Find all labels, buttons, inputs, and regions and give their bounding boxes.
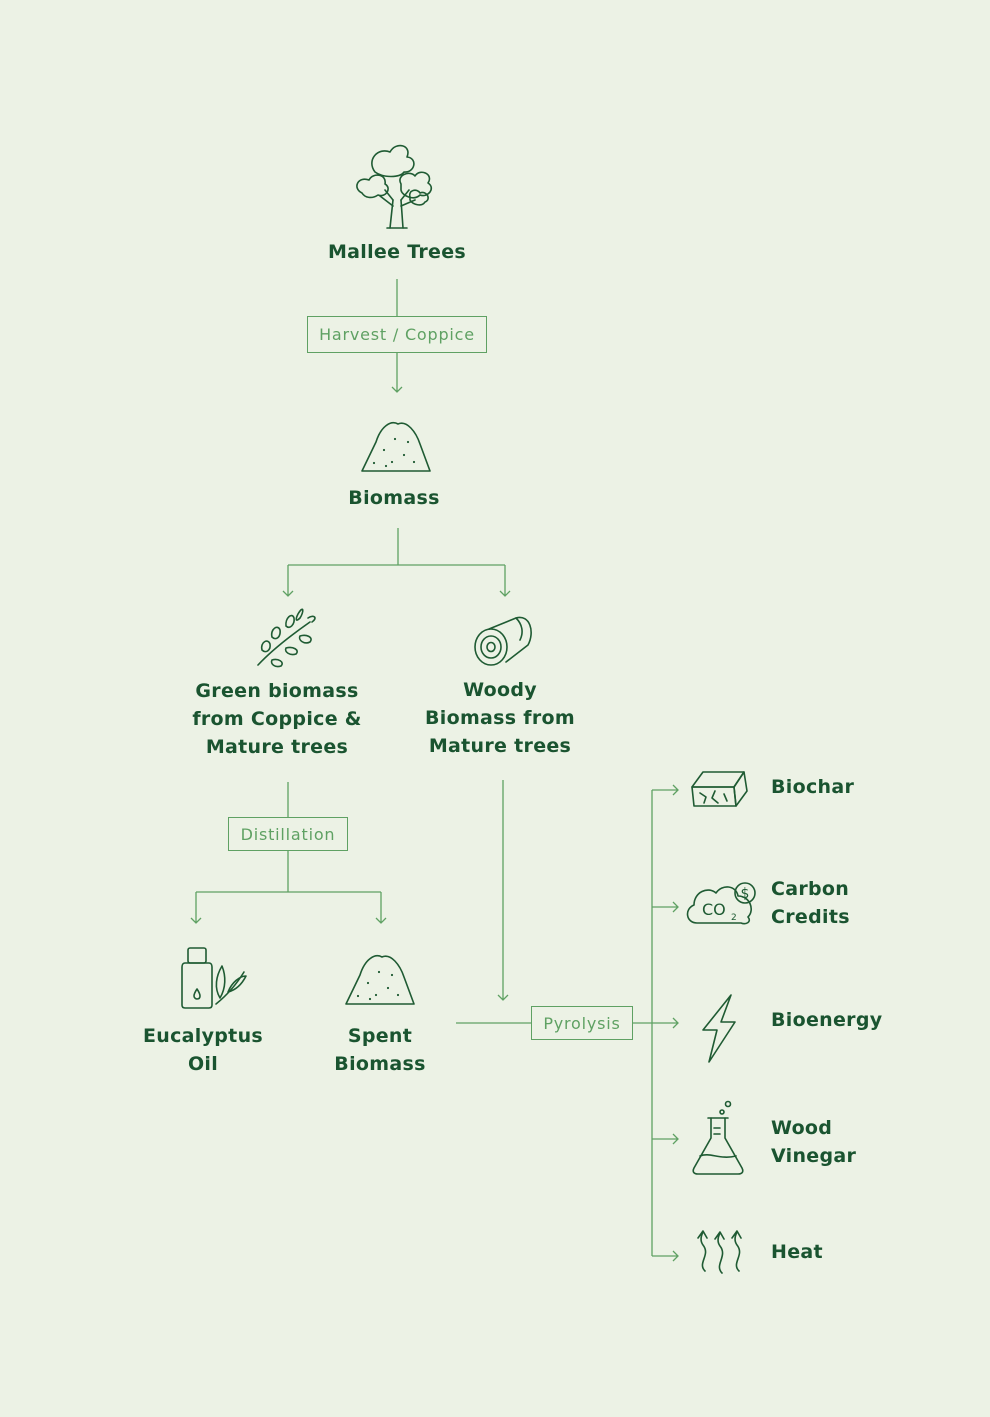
heat-waves-icon	[697, 1230, 742, 1274]
node-biomass-label: Biomass	[348, 487, 440, 509]
node-heat: Heat	[771, 1238, 823, 1266]
leaf-branch-icon	[257, 608, 316, 668]
node-heat-label: Heat	[771, 1241, 823, 1263]
connectors	[190, 279, 679, 1262]
node-green-biomass-line1: Green biomass	[195, 680, 359, 702]
log-icon	[474, 616, 532, 666]
node-mallee-trees-label: Mallee Trees	[327, 241, 467, 263]
connector-to-green	[282, 565, 294, 597]
node-bioenergy-label: Bioenergy	[771, 1009, 883, 1031]
connector-distillation-split	[196, 851, 381, 893]
node-wood-vinegar: Wood Vinegar	[771, 1114, 856, 1170]
node-biochar-label: Biochar	[771, 776, 855, 798]
svg-text:CO: CO	[702, 900, 726, 919]
node-biochar: Biochar	[771, 773, 854, 801]
connector-to-vinegar	[652, 1133, 679, 1145]
process-distillation: Distillation	[228, 817, 348, 851]
node-bioenergy: Bioenergy	[771, 1006, 882, 1034]
svg-text:2: 2	[731, 913, 737, 923]
node-spent-biomass: Spent Biomass	[334, 1022, 425, 1078]
node-spent-biomass-line2: Biomass	[334, 1053, 426, 1075]
connector-biomass-split	[288, 528, 505, 566]
connector-pyrolysis-out	[633, 1017, 679, 1029]
flask-icon	[692, 1100, 744, 1175]
node-biomass: Biomass	[348, 484, 439, 512]
oil-bottle-icon	[181, 947, 247, 1009]
co2-cloud-icon: $ CO 2	[686, 882, 756, 925]
connector-to-eucalyptus	[190, 892, 202, 924]
node-carbon-credits: Carbon Credits	[771, 875, 850, 931]
connector-to-spent	[375, 892, 387, 924]
node-eucalyptus-oil-line1: Eucalyptus	[142, 1025, 264, 1047]
connector-harvest-biomass	[391, 353, 403, 393]
node-woody-biomass: Woody Biomass from Mature trees	[425, 676, 575, 760]
node-wood-vinegar-line1: Wood	[771, 1117, 833, 1139]
svg-text:$: $	[741, 886, 750, 902]
node-spent-biomass-line1: Spent	[347, 1025, 413, 1047]
node-carbon-credits-line1: Carbon	[771, 878, 850, 900]
connector-to-carbon	[652, 901, 679, 913]
node-woody-biomass-line1: Woody	[463, 679, 537, 701]
spent-biomass-pile-icon	[345, 955, 415, 1005]
node-green-biomass-line3: Mature trees	[205, 736, 349, 758]
connector-to-heat	[652, 1250, 679, 1262]
process-pyrolysis: Pyrolysis	[531, 1006, 633, 1040]
node-eucalyptus-oil: Eucalyptus Oil	[143, 1022, 263, 1078]
node-eucalyptus-oil-line2: Oil	[187, 1053, 219, 1075]
node-woody-biomass-line3: Mature trees	[428, 735, 572, 757]
connector-to-biochar	[652, 784, 679, 796]
node-green-biomass: Green biomass from Coppice & Mature tree…	[192, 677, 361, 761]
connector-to-woody	[499, 565, 511, 597]
biomass-pile-icon	[361, 422, 431, 472]
process-harvest-coppice: Harvest / Coppice	[307, 316, 487, 353]
node-wood-vinegar-line2: Vinegar	[771, 1145, 857, 1167]
lightning-bolt-icon	[702, 994, 736, 1063]
node-carbon-credits-line2: Credits	[771, 906, 850, 928]
tree-icon	[356, 144, 433, 229]
node-green-biomass-line2: from Coppice &	[192, 708, 362, 730]
connector-woody-pyrolysis	[497, 780, 509, 1001]
node-woody-biomass-line2: Biomass from	[425, 707, 575, 729]
biochar-block-icon	[691, 771, 748, 807]
node-mallee-trees: Mallee Trees	[328, 238, 466, 266]
